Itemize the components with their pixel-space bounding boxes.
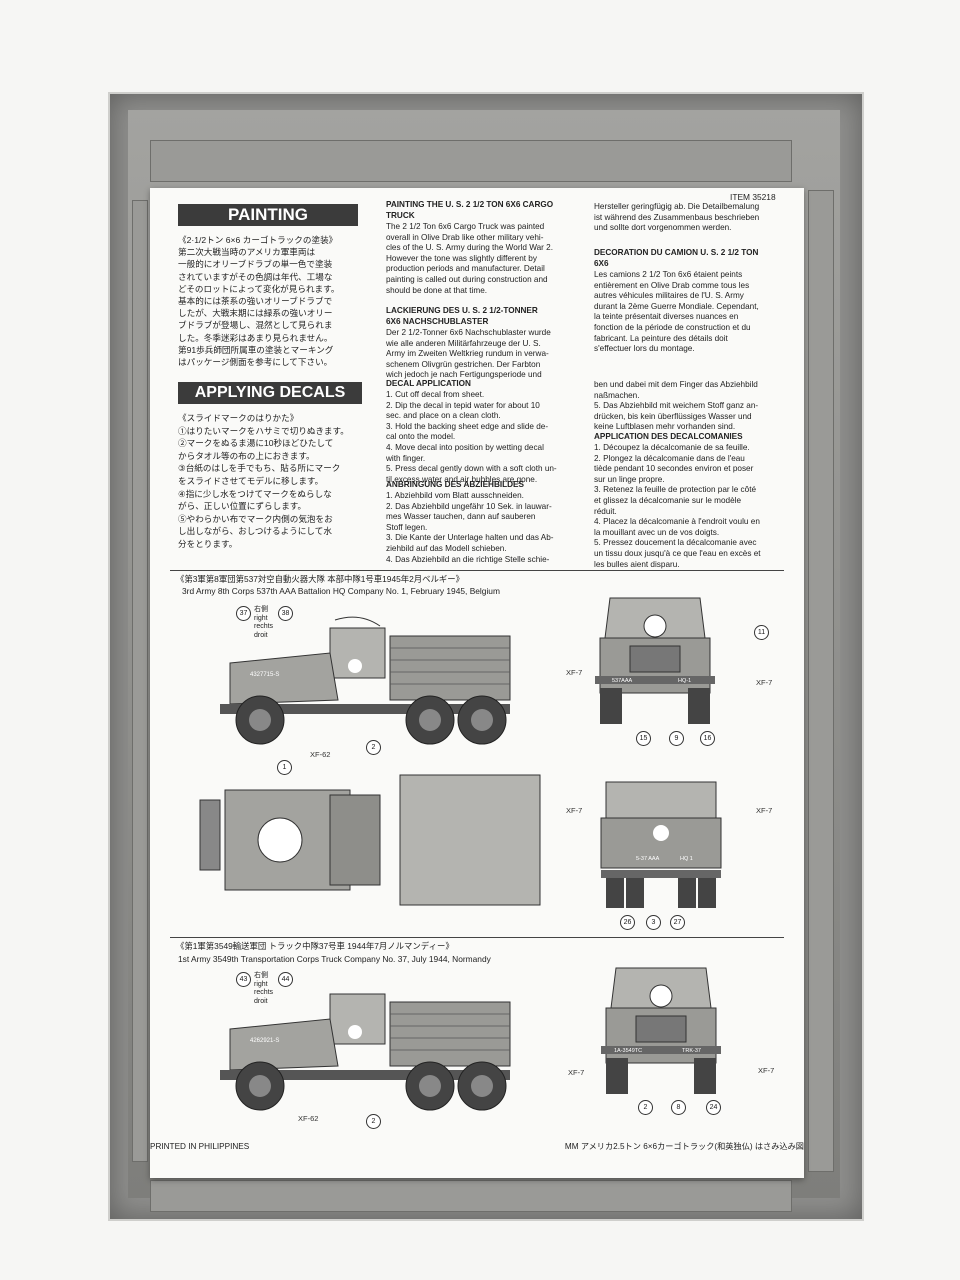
decal-de-cont: ben und dabei mit dem Finger das Abziehb… [594,380,759,432]
plate2-front: 1A-3549TC [614,1048,642,1054]
decals-banner: APPLYING DECALS [178,382,362,404]
callout-44: 44 [278,972,293,987]
decal-fr-title: APPLICATION DES DECALCOMANIES [594,432,743,441]
decals-text-jp: 《スライドマークのはりかた》 ①はりたいマークをハサミで切りぬきます。 ②マーク… [178,413,349,549]
callout-11: 11 [754,625,769,640]
decal-de-text: 1. Abziehbild vom Blatt ausschneiden. 2.… [386,491,554,564]
truck1-rear-view: 5-37 AAA HQ 1 [600,781,722,908]
decal-en-title: DECAL APPLICATION [386,379,471,388]
divider-scheme2 [170,937,784,938]
callout-24: 24 [706,1100,721,1115]
paint-xf7-d: XF-7 [756,806,773,815]
plate2-right: TRK-37 [682,1048,701,1054]
painting-en-title: PAINTING THE U. S. 2 1/2 TON 6X6 CARGO T… [386,200,554,220]
truck1-side-view: 4327715-S [220,616,511,745]
paint-xf7-b: XF-7 [756,678,773,687]
scheme1-title-jp: 《第3軍第8軍団第537対空自動火器大隊 本部中隊1号車1945年2月ベルギー》 [176,574,465,584]
hood-number-1: 4327715-S [250,672,279,678]
callout-2b: 2 [366,1114,381,1129]
paint-xf62-1: XF-62 [310,750,331,759]
paint-xf7-a: XF-7 [566,668,583,677]
printed-in: PRINTED IN PHILIPPINES [150,1142,250,1151]
scheme1-title-en: 3rd Army 8th Corps 537th AAA Battalion H… [182,586,500,596]
divider-scheme1 [170,570,784,571]
callout-1: 1 [277,760,292,775]
paint-xf7-c: XF-7 [566,806,583,815]
callout-26: 26 [620,915,635,930]
instruction-sheet: PAINTING 《2·1/2トン 6×6 カーゴトラックの塗装》 第二次大戦当… [150,188,804,1178]
painting-text-jp: 《2·1/2トン 6×6 カーゴトラックの塗装》 第二次大戦当時のアメリカ軍車両… [178,235,340,368]
callout-43: 43 [236,972,251,987]
paint-xf62-2: XF-62 [298,1114,319,1123]
plate1-right: HQ-1 [678,678,691,684]
sprue-right [808,190,834,1172]
callout-9: 9 [669,731,684,746]
callout-38: 38 [278,606,293,621]
truck2-side-view: 4262921-S [220,993,511,1111]
callout-16: 16 [700,731,715,746]
scheme2-title-en: 1st Army 3549th Transportation Corps Tru… [178,954,491,964]
painting-fr-text: Les camions 2 1/2 Ton 6x6 étaient peints… [594,270,759,354]
side-label-1: 右側 right rechts droit [254,606,274,639]
callout-3: 3 [646,915,661,930]
decal-fr-text: 1. Découpez la décalcomanie de sa feuill… [594,443,761,569]
rear-marks: 5-37 AAA [636,856,660,862]
painting-fr-title: DECORATION DU CAMION U. S. 2 1/2 TON 6X6 [594,248,759,268]
hood-number-2: 4262921-S [250,1038,279,1044]
painting-banner: PAINTING [178,204,358,226]
rear-marks-hq: HQ 1 [680,856,693,862]
callout-15: 15 [636,731,651,746]
callout-27: 27 [670,915,685,930]
item-number: ITEM 35218 [730,192,776,202]
painting-en-text: The 2 1/2 Ton 6x6 Cargo Truck was painte… [386,222,553,295]
truck1-top-view [199,774,541,906]
painting-de-text: Der 2 1/2-Tonner 6x6 Nachschublaster wur… [386,328,551,380]
painting-de-cont: Hersteller geringfügig ab. Die Detailbem… [594,202,760,233]
callout-2c: 2 [638,1100,653,1115]
decal-de-title: ANBRINGUNG DES ABZIEHBILDES [386,480,524,489]
scheme2-title-jp: 《第1軍第3549輸送軍団 トラック中隊37号車 1944年7月ノルマンディー》 [176,941,454,951]
sprue-bottom [150,1180,792,1212]
decal-en-text: 1. Cut off decal from sheet. 2. Dip the … [386,390,557,484]
painting-de-title: LACKIERUNG DES U. S. 2 1/2-TONNER 6X6 NA… [386,306,538,326]
sprue-left [132,200,148,1162]
sprue-top [150,140,792,182]
paint-xf7-f: XF-7 [758,1066,775,1075]
callout-8: 8 [671,1100,686,1115]
callout-2a: 2 [366,740,381,755]
plate1-front: 537AAA [612,678,633,684]
paint-xf7-e: XF-7 [568,1068,585,1077]
side-label-2: 右側 right rechts droit [254,972,274,1005]
footer-jp: MM アメリカ2.5トン 6×6カーゴトラック(和英独仏) はさみ込み図 [564,1142,804,1151]
truck1-front-view: 537AAA HQ-1 [595,597,715,724]
callout-37: 37 [236,606,251,621]
truck2-front-view: 1A-3549TC TRK-37 [601,967,721,1094]
